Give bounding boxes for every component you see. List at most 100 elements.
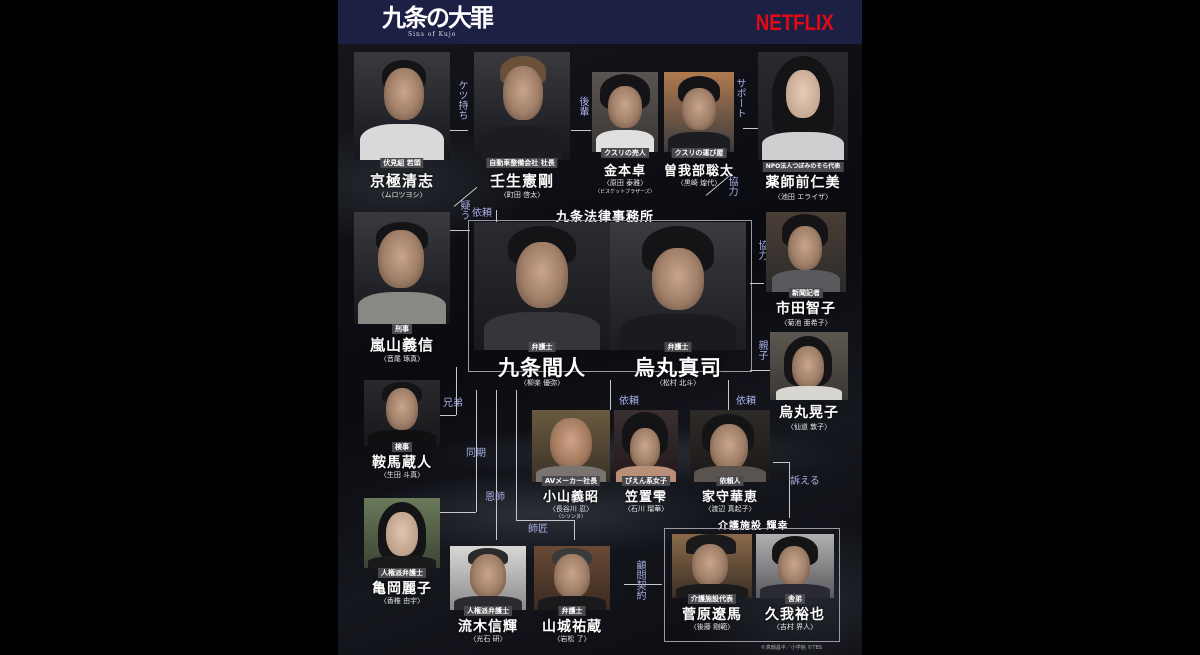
connector-line xyxy=(496,210,497,222)
character-card-karasuma[interactable]: 弁護士 烏丸真司 〈松村 北斗〉 xyxy=(610,222,746,388)
character-name: 嵐山義信 xyxy=(369,336,435,354)
character-actor: 〈池田 エライザ〉 xyxy=(773,193,833,201)
character-card-arashiyama[interactable]: 刑事 嵐山義信 〈音尾 琢真〉 xyxy=(354,212,450,368)
character-photo xyxy=(664,72,734,152)
character-role: 舎弟 xyxy=(785,594,805,604)
character-role: 依頼人 xyxy=(716,476,744,486)
character-name: 金本卓 xyxy=(603,164,647,179)
show-logo: 九条の大罪 xyxy=(382,3,494,32)
relation-label: 師匠 xyxy=(528,524,548,535)
character-card-nagareki[interactable]: 人権派弁護士 流木信輝 〈光石 研〉 xyxy=(450,546,526,650)
character-role: 刑事 xyxy=(392,324,412,334)
relation-label: 恩師 xyxy=(485,492,505,503)
care-facility-box xyxy=(664,528,840,642)
character-card-yamashiro[interactable]: 弁護士 山城祐蔵 〈岩松 了〉 xyxy=(534,546,610,650)
character-role: クスリの運び屋 xyxy=(671,148,727,158)
connector-line xyxy=(773,462,789,463)
relation-label: 後輩 xyxy=(577,96,588,116)
connector-line xyxy=(456,367,457,415)
character-actor: 〈原田 泰雅〉 xyxy=(602,179,648,187)
character-card-sogabe[interactable]: クスリの運び屋 曽我部聡太 〈黒崎 煌代〉 xyxy=(664,72,734,202)
connector-line xyxy=(574,520,575,540)
character-name: 烏丸晃子 xyxy=(779,405,839,421)
character-card-ichida[interactable]: 新聞記者 市田智子 〈菊池 亜希子〉 xyxy=(766,212,846,332)
character-card-kujo[interactable]: 弁護士 九条間人 〈柳楽 優弥〉 xyxy=(474,222,610,388)
connector-line xyxy=(728,380,729,410)
character-name: 九条間人 xyxy=(498,355,586,380)
character-role: 弁護士 xyxy=(664,342,692,352)
character-role: 人権派弁護士 xyxy=(378,568,426,578)
character-name: 曽我部聡太 xyxy=(663,164,735,179)
character-name: 山城祐蔵 xyxy=(542,619,602,635)
character-photo xyxy=(610,222,746,350)
character-photo xyxy=(672,534,752,598)
character-role: 伏見組 若頭 xyxy=(380,158,424,168)
character-actor-note: 〈ビスケットブラザーズ〉 xyxy=(595,189,655,195)
relation-label: 疑う xyxy=(458,200,469,220)
connector-line xyxy=(448,130,468,131)
character-photo xyxy=(364,498,440,568)
character-card-kanemoto[interactable]: クスリの売人 金本卓 〈原田 泰雅〉 〈ビスケットブラザーズ〉 xyxy=(592,72,658,202)
character-photo xyxy=(758,52,848,160)
character-actor-note: 〈シソンヌ〉 xyxy=(555,514,587,520)
connector-line xyxy=(496,390,497,540)
character-actor: 〈香椎 由宇〉 xyxy=(379,597,425,605)
character-name: 久我裕也 xyxy=(765,607,825,623)
connector-line xyxy=(476,390,477,512)
character-card-koyama[interactable]: AVメーカー社長 小山義昭 〈長谷川 忍〉 〈シソンヌ〉 xyxy=(532,410,610,522)
character-name: 菅原遼馬 xyxy=(682,607,742,623)
character-actor: 〈松村 北斗〉 xyxy=(655,379,701,387)
character-photo xyxy=(766,212,846,292)
character-card-iemori[interactable]: 依頼人 家守華恵 〈渡辺 真起子〉 xyxy=(690,410,770,513)
show-logo-subtitle: Sins of Kujo xyxy=(408,31,457,38)
character-name: 亀岡麗子 xyxy=(372,581,432,597)
connector-line xyxy=(438,512,476,513)
character-actor: 〈生田 斗真〉 xyxy=(379,471,425,479)
care-facility-title: 介護施設 輝幸 xyxy=(718,521,789,532)
character-role: 検事 xyxy=(392,442,412,452)
character-card-kuga[interactable]: 舎弟 久我裕也 〈吉村 界人〉 xyxy=(756,534,834,638)
character-role: 弁護士 xyxy=(528,342,556,352)
connector-line xyxy=(571,130,591,131)
character-photo xyxy=(450,546,526,610)
character-card-sugawara[interactable]: 介護施設代表 菅原遼馬 〈後藤 剛範〉 xyxy=(672,534,752,638)
character-role: 自動車整備会社 社長 xyxy=(486,158,558,168)
law-firm-title: 九条法律事務所 xyxy=(556,210,655,225)
character-card-mibu[interactable]: 自動車整備会社 社長 壬生憲剛 〈町田 啓太〉 xyxy=(474,52,570,204)
character-name: 家守華恵 xyxy=(701,490,759,505)
character-photo xyxy=(532,410,610,482)
character-card-yakushimae[interactable]: NPO法人つぼみのそら代表 薬師前仁美 〈池田 エライザ〉 xyxy=(758,52,848,204)
character-role: クスリの売人 xyxy=(601,148,649,158)
character-actor: 〈町田 啓太〉 xyxy=(499,191,545,199)
character-name: 烏丸真司 xyxy=(634,355,722,380)
character-card-karasuma-mother[interactable]: 烏丸晃子 〈仙道 敦子〉 xyxy=(770,332,848,436)
relation-label: 依頼 xyxy=(736,396,756,407)
character-name: 鞍馬蔵人 xyxy=(372,455,432,471)
character-card-kasaoki[interactable]: ぴえん系女子 笠置雫 〈石川 瑠華〉 xyxy=(614,410,678,513)
character-card-kurama[interactable]: 検事 鞍馬蔵人 〈生田 斗真〉 xyxy=(364,380,440,480)
character-card-kameoka[interactable]: 人権派弁護士 亀岡麗子 〈香椎 由宇〉 xyxy=(364,498,440,608)
character-role: 人権派弁護士 xyxy=(464,606,512,616)
character-photo xyxy=(364,380,440,446)
character-actor: 〈渡辺 真起子〉 xyxy=(704,505,756,513)
character-actor: 〈長谷川 忍〉 xyxy=(548,505,594,513)
character-actor: 〈光石 研〉 xyxy=(469,635,507,643)
character-photo xyxy=(354,52,450,160)
character-name: 笠置雫 xyxy=(624,490,668,505)
character-actor: 〈ムロツヨシ〉 xyxy=(377,191,427,199)
character-actor: 〈岩松 了〉 xyxy=(553,635,591,643)
character-actor: 〈後藤 剛範〉 xyxy=(689,623,735,631)
character-photo xyxy=(474,222,610,350)
character-name: 京極清志 xyxy=(369,172,435,190)
character-photo xyxy=(756,534,834,598)
relation-label: 依頼 xyxy=(619,396,639,407)
character-photo xyxy=(614,410,678,482)
character-actor: 〈音尾 琢真〉 xyxy=(379,355,425,363)
character-role: 介護施設代表 xyxy=(688,594,736,604)
character-role: 新聞記者 xyxy=(789,288,823,298)
character-actor: 〈吉村 界人〉 xyxy=(772,623,818,631)
character-card-kyogoku[interactable]: 伏見組 若頭 京極清志 〈ムロツヨシ〉 xyxy=(354,52,450,204)
copyright-notice: ©真鍋昌平／小学館 ©TBS xyxy=(760,645,822,651)
character-role: AVメーカー社長 xyxy=(541,476,601,486)
character-actor: 〈黒崎 煌代〉 xyxy=(676,179,722,187)
